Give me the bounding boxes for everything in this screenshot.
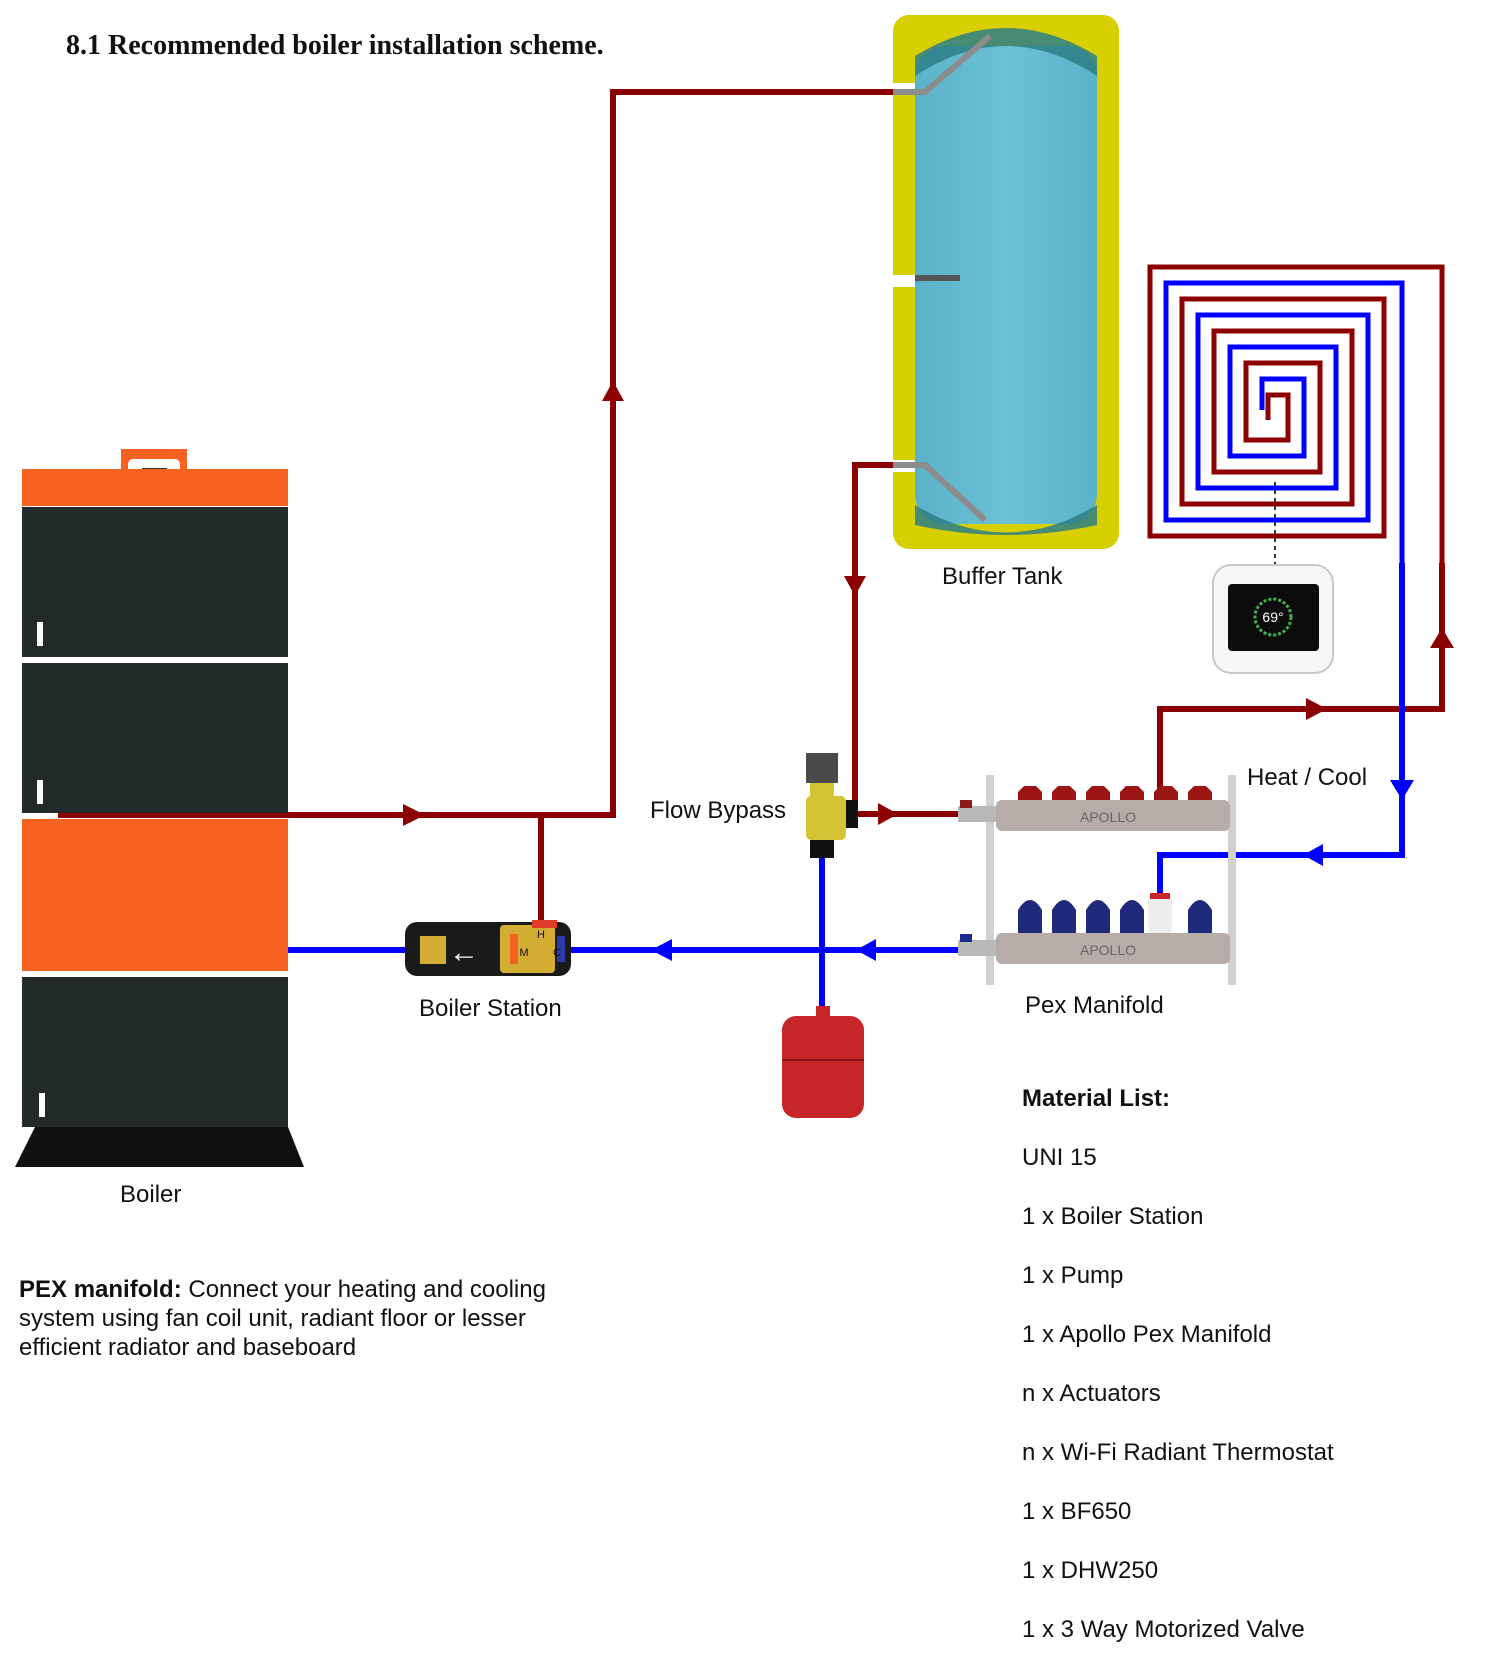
boiler-supply-pipe (58, 89, 893, 818)
manifold-brand-top: APOLLO (1080, 809, 1136, 825)
arrow-right-icon (878, 803, 898, 825)
arrow-left-icon: ← (449, 936, 479, 969)
installation-diagram: 69° ← H M C (15, 15, 1454, 1167)
station-h-label: H (537, 929, 545, 941)
pex-manifold-note: PEX manifold: Connect your heating and c… (19, 1275, 579, 1362)
arrow-left-icon (1303, 844, 1323, 866)
station-m-label: M (519, 947, 528, 959)
flow-bypass-label: Flow Bypass (650, 797, 787, 824)
list-item: 1 x Boiler Station (1022, 1203, 1204, 1230)
buffer-tank-label: Buffer Tank (942, 563, 1063, 590)
tank-outlet-pipe (852, 462, 958, 817)
list-item: 1 x Apollo Pex Manifold (1022, 1321, 1272, 1348)
list-item: n x Actuators (1022, 1380, 1161, 1407)
arrow-right-icon (1306, 698, 1327, 720)
page-title: 8.1 Recommended boiler installation sche… (66, 30, 604, 61)
boiler-station: ← H M C (405, 920, 571, 976)
note-heading: PEX manifold: (19, 1276, 182, 1303)
cold-pipes (288, 563, 1405, 1008)
flow-arrows (403, 381, 1454, 961)
pex-manifold: APOLLO APOLLO (958, 775, 1236, 985)
expansion-tank (782, 1006, 864, 1118)
boiler-label: Boiler (120, 1181, 182, 1208)
arrow-left-icon (856, 939, 876, 961)
list-item: n x Wi-Fi Radiant Thermostat (1022, 1439, 1334, 1466)
flow-bypass-valve (806, 753, 858, 858)
list-item: UNI 15 (1022, 1144, 1097, 1171)
arrow-left-icon (651, 939, 672, 961)
list-item: 1 x DHW250 (1022, 1557, 1159, 1584)
buffer-tank (893, 15, 1119, 549)
boiler (15, 449, 304, 1167)
heat-cool-label: Heat / Cool (1247, 764, 1368, 791)
arrow-right-icon (403, 804, 425, 826)
list-item: 1 x BF650 (1022, 1498, 1132, 1525)
pex-manifold-label: Pex Manifold (1025, 992, 1164, 1019)
radiant-floor-coil (1147, 264, 1445, 563)
material-list: UNI 15 1 x Boiler Station 1 x Pump 1 x A… (1022, 1144, 1334, 1675)
arrow-down-icon (844, 576, 866, 596)
list-item: 1 x 3 Way Motorized Valve (1022, 1616, 1305, 1643)
thermostat-reading: 69° (1262, 609, 1283, 625)
material-list-heading: Material List: (1022, 1085, 1171, 1112)
manifold-brand-bottom: APOLLO (1080, 942, 1136, 958)
boiler-station-label: Boiler Station (419, 995, 562, 1022)
station-c-label: C (553, 947, 561, 959)
arrow-down-icon (1390, 780, 1414, 800)
wifi-thermostat: 69° (1212, 564, 1334, 674)
floor-return-pipe (1157, 563, 1405, 895)
note-text: Connect your heating and cooling system … (19, 1276, 546, 1361)
list-item: 1 x Pump (1022, 1262, 1124, 1289)
arrow-up-icon (1430, 628, 1454, 648)
arrow-up-icon (602, 381, 624, 401)
